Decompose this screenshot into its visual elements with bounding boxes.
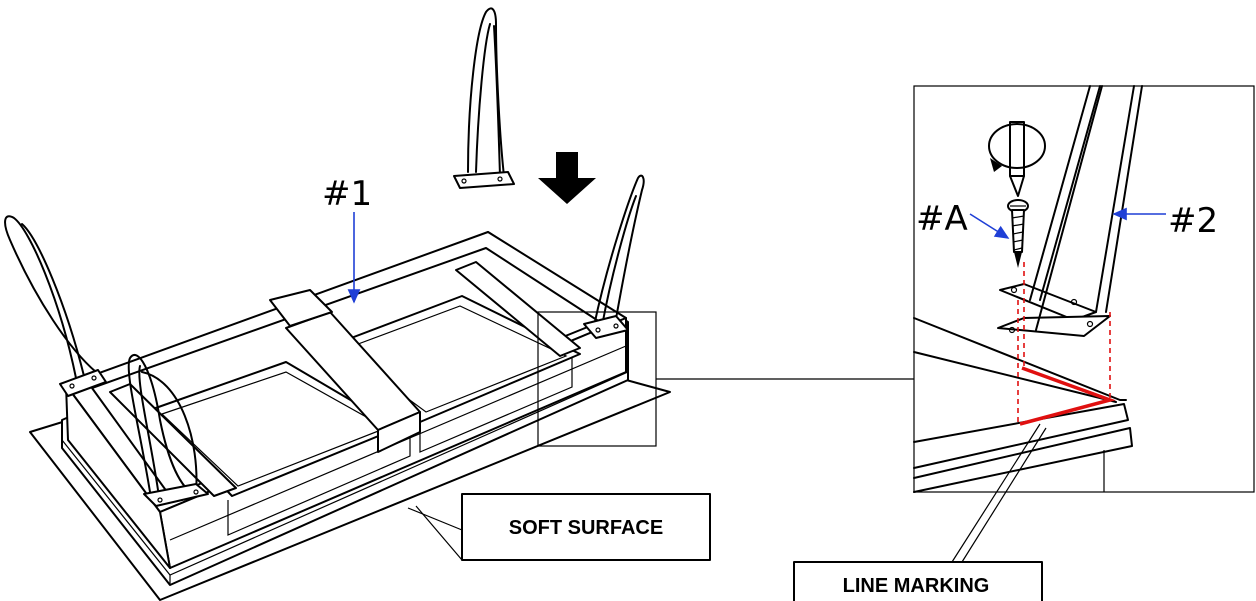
line-marking-callout: LINE MARKING <box>793 561 1043 601</box>
line-marking-label: LINE MARKING <box>843 575 990 597</box>
part-a-pointer <box>969 213 1010 239</box>
part-2-label: #2 <box>1168 201 1218 241</box>
mounting-plate-bottom <box>997 315 1111 337</box>
part-a-label: #A <box>916 199 968 239</box>
hairpin-leg-left-back <box>4 215 107 397</box>
soft-surface-callout: SOFT SURFACE <box>461 493 711 561</box>
screw-icon <box>1007 199 1029 268</box>
arrow-down-icon <box>538 152 596 204</box>
part-1-label: #1 <box>322 174 372 214</box>
rotate-icon <box>988 121 1046 197</box>
hairpin-leg-loose <box>453 7 515 189</box>
hairpin-leg-left-front <box>127 354 209 507</box>
soft-surface-label: SOFT SURFACE <box>509 517 663 539</box>
detail-zoom-view: #A #2 <box>913 85 1255 563</box>
hairpin-leg-right-back <box>583 174 645 339</box>
line-marking-red <box>1019 366 1116 426</box>
table-assembly-view: #1 <box>4 174 914 601</box>
